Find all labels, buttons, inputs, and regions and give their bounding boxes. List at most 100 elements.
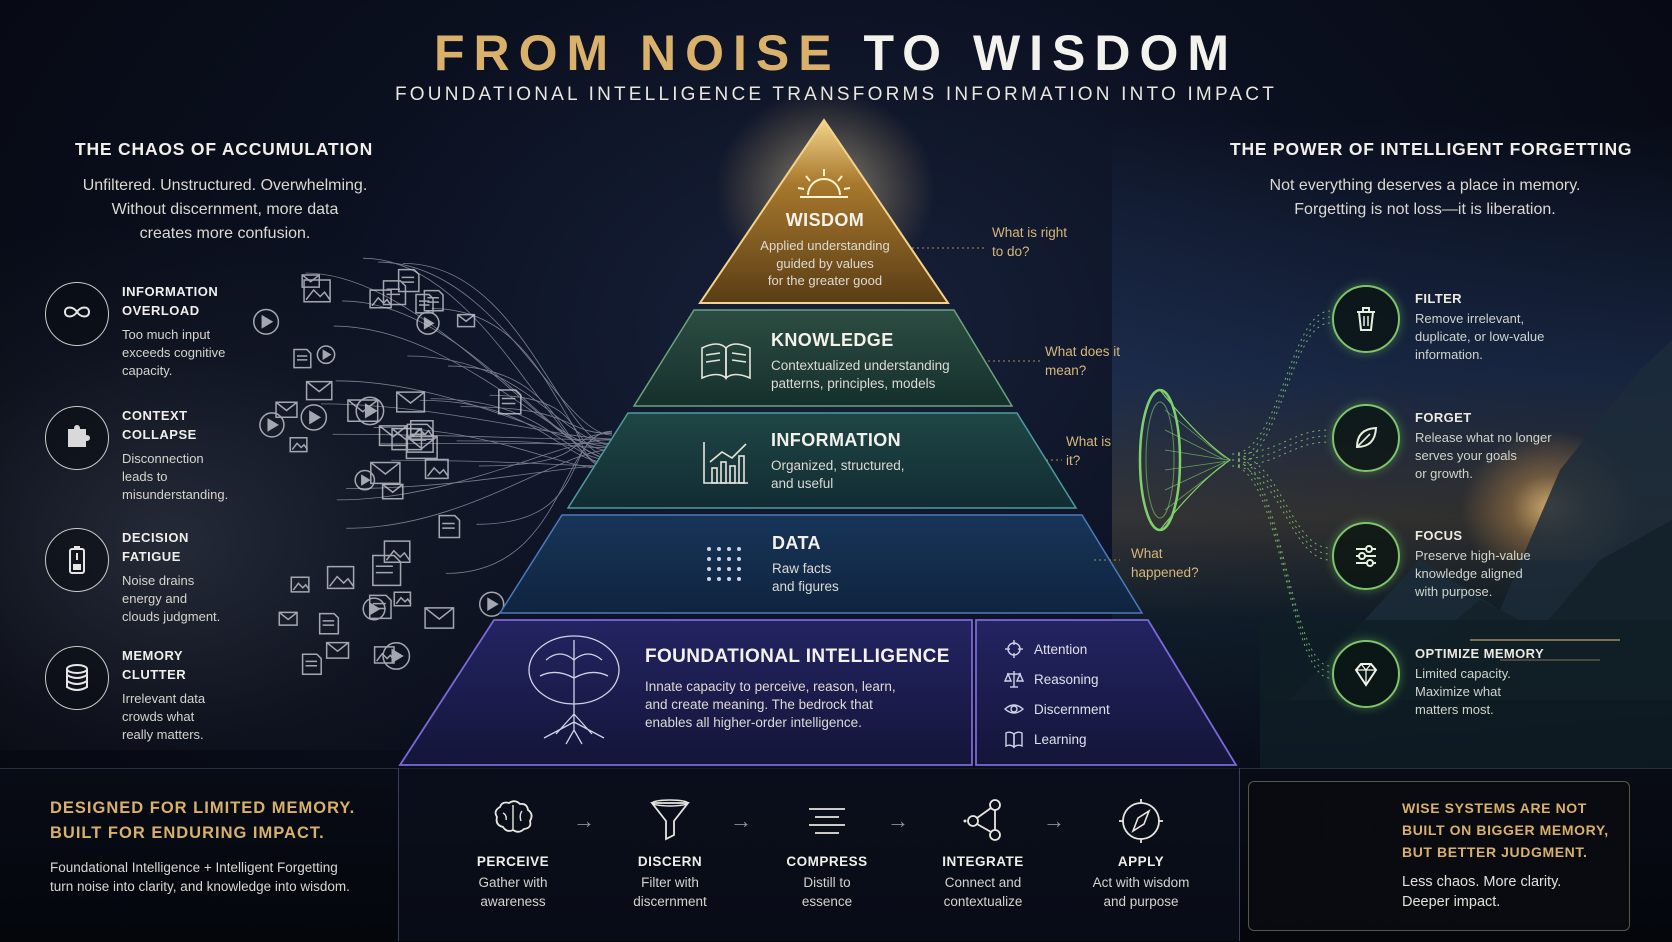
crosshair-icon [1005,640,1023,658]
book-icon [1005,731,1023,749]
bottom-left-text-line: turn noise into clarity, and knowledge i… [50,879,350,894]
left-item-text-line: Too much input [122,327,211,342]
foundation-text-line: Innate capacity to perceive, reason, lea… [645,679,896,694]
right-item-title: OPTIMIZE MEMORY [1415,646,1545,661]
left-item-badge [45,646,109,710]
information-text: Organized, structured, and useful [771,457,905,493]
noise-stream-line [373,427,613,471]
data-dot [727,547,731,551]
noise-fragment [355,396,385,426]
left-item-badge [45,282,109,346]
right-item-badge [1332,640,1400,708]
information-label: INFORMATION Organized, structured, and u… [771,430,905,493]
right-item-text-line: Remove irrelevant, [1415,311,1525,326]
data-dot [717,567,721,571]
funnel-output-line [1231,316,1331,461]
tree-brain-icon [528,635,620,745]
left-desc-line: creates more confusion. [139,225,311,242]
noise-fragment [301,653,322,676]
information-text-line: Organized, structured, [771,458,905,473]
noise-fragment [300,404,328,431]
capacity-list: Attention Reasoning Discernment Learning [1004,634,1110,754]
step-text-line: Distill to [803,875,851,890]
left-item-text-line: Noise drains [122,573,195,588]
wisdom-text: Applied understanding guided by values f… [740,237,910,290]
data-label: DATA Raw facts and figures [772,533,839,596]
knowledge-label: KNOWLEDGE Contextualized understanding p… [771,330,950,393]
funnel-output-line [1231,453,1331,549]
wisdom-text-line: for the greater good [767,273,883,288]
left-item-text-line: exceeds cognitive [122,345,226,360]
noise-stream-line [342,300,613,460]
question-line: to do? [992,244,1030,259]
knowledge-question: What does it mean? [1045,342,1120,380]
noise-fragment [369,289,392,309]
noise-stream-line [336,438,613,501]
data-dot [727,567,731,571]
knowledge-tier [632,309,1014,407]
step-text-line: contextualize [943,894,1023,909]
right-item-title: FORGET [1415,410,1472,425]
sliders-icon [1356,545,1376,567]
data-title: DATA [772,533,821,553]
right-desc-line: Forgetting is not loss—it is liberation. [1294,201,1556,218]
right-item-text-line: with purpose. [1415,584,1493,599]
capacity-discernment: Discernment [1004,694,1110,724]
capacity-label: Discernment [1034,701,1110,717]
step-icon-wrap [443,794,583,848]
noise-stream-line [320,403,613,440]
question-line: What is right [992,225,1068,240]
brain-icon [494,800,533,833]
capacity-learning: Learning [1004,724,1110,754]
wise-title-line: BUT BETTER JUDGMENT. [1402,844,1588,860]
noise-stream-line [333,325,613,452]
left-item-text-line: Disconnection [122,451,204,466]
right-item-text-line: Maximize what [1415,684,1501,699]
noise-stream-line [419,399,613,464]
noise-stream-line [407,355,613,445]
funnel-output-line [1231,465,1331,561]
title-gold-part: FROM NOISE [433,25,841,81]
step-compress: COMPRESS Distill to essence [757,794,897,911]
infinity-icon [63,306,91,318]
database-icon [66,664,88,691]
funnel-icon [650,799,690,841]
data-dot [737,567,741,571]
foundation-text: Innate capacity to perceive, reason, lea… [645,678,965,732]
noise-fragment [326,565,355,590]
step-title: COMPRESS [786,854,868,869]
leaf-icon [1355,426,1378,449]
left-item-text-line: Irrelevant data [122,691,206,706]
question-connectors [912,247,1120,561]
noise-stream-line [431,308,613,458]
left-item-text-line: energy and [122,591,188,606]
right-item-text-line: or growth. [1415,466,1473,481]
data-dot [727,577,731,581]
noise-stream-line [378,261,613,436]
noise-stream-line [460,406,613,434]
battery-low-icon [69,546,85,574]
data-dot [717,547,721,551]
noise-fragment [378,425,408,447]
noise-fragment [396,391,426,413]
wisdom-text-line: guided by values [776,255,874,271]
noise-fragment [253,308,280,335]
step-text-line: essence [801,894,853,909]
left-item-title-line: CONTEXT [122,408,188,423]
data-dot [707,577,711,581]
wise-text-line: Less chaos. More clarity. [1402,874,1562,890]
left-heading: THE CHAOS OF ACCUMULATION [75,139,374,159]
capacity-label: Attention [1034,641,1088,657]
noise-stream-line [478,433,613,467]
bottom-left-title-line: DESIGNED FOR LIMITED MEMORY. [50,799,356,817]
step-title: PERCEIVE [476,854,550,869]
forgetting-funnel [1138,388,1232,532]
